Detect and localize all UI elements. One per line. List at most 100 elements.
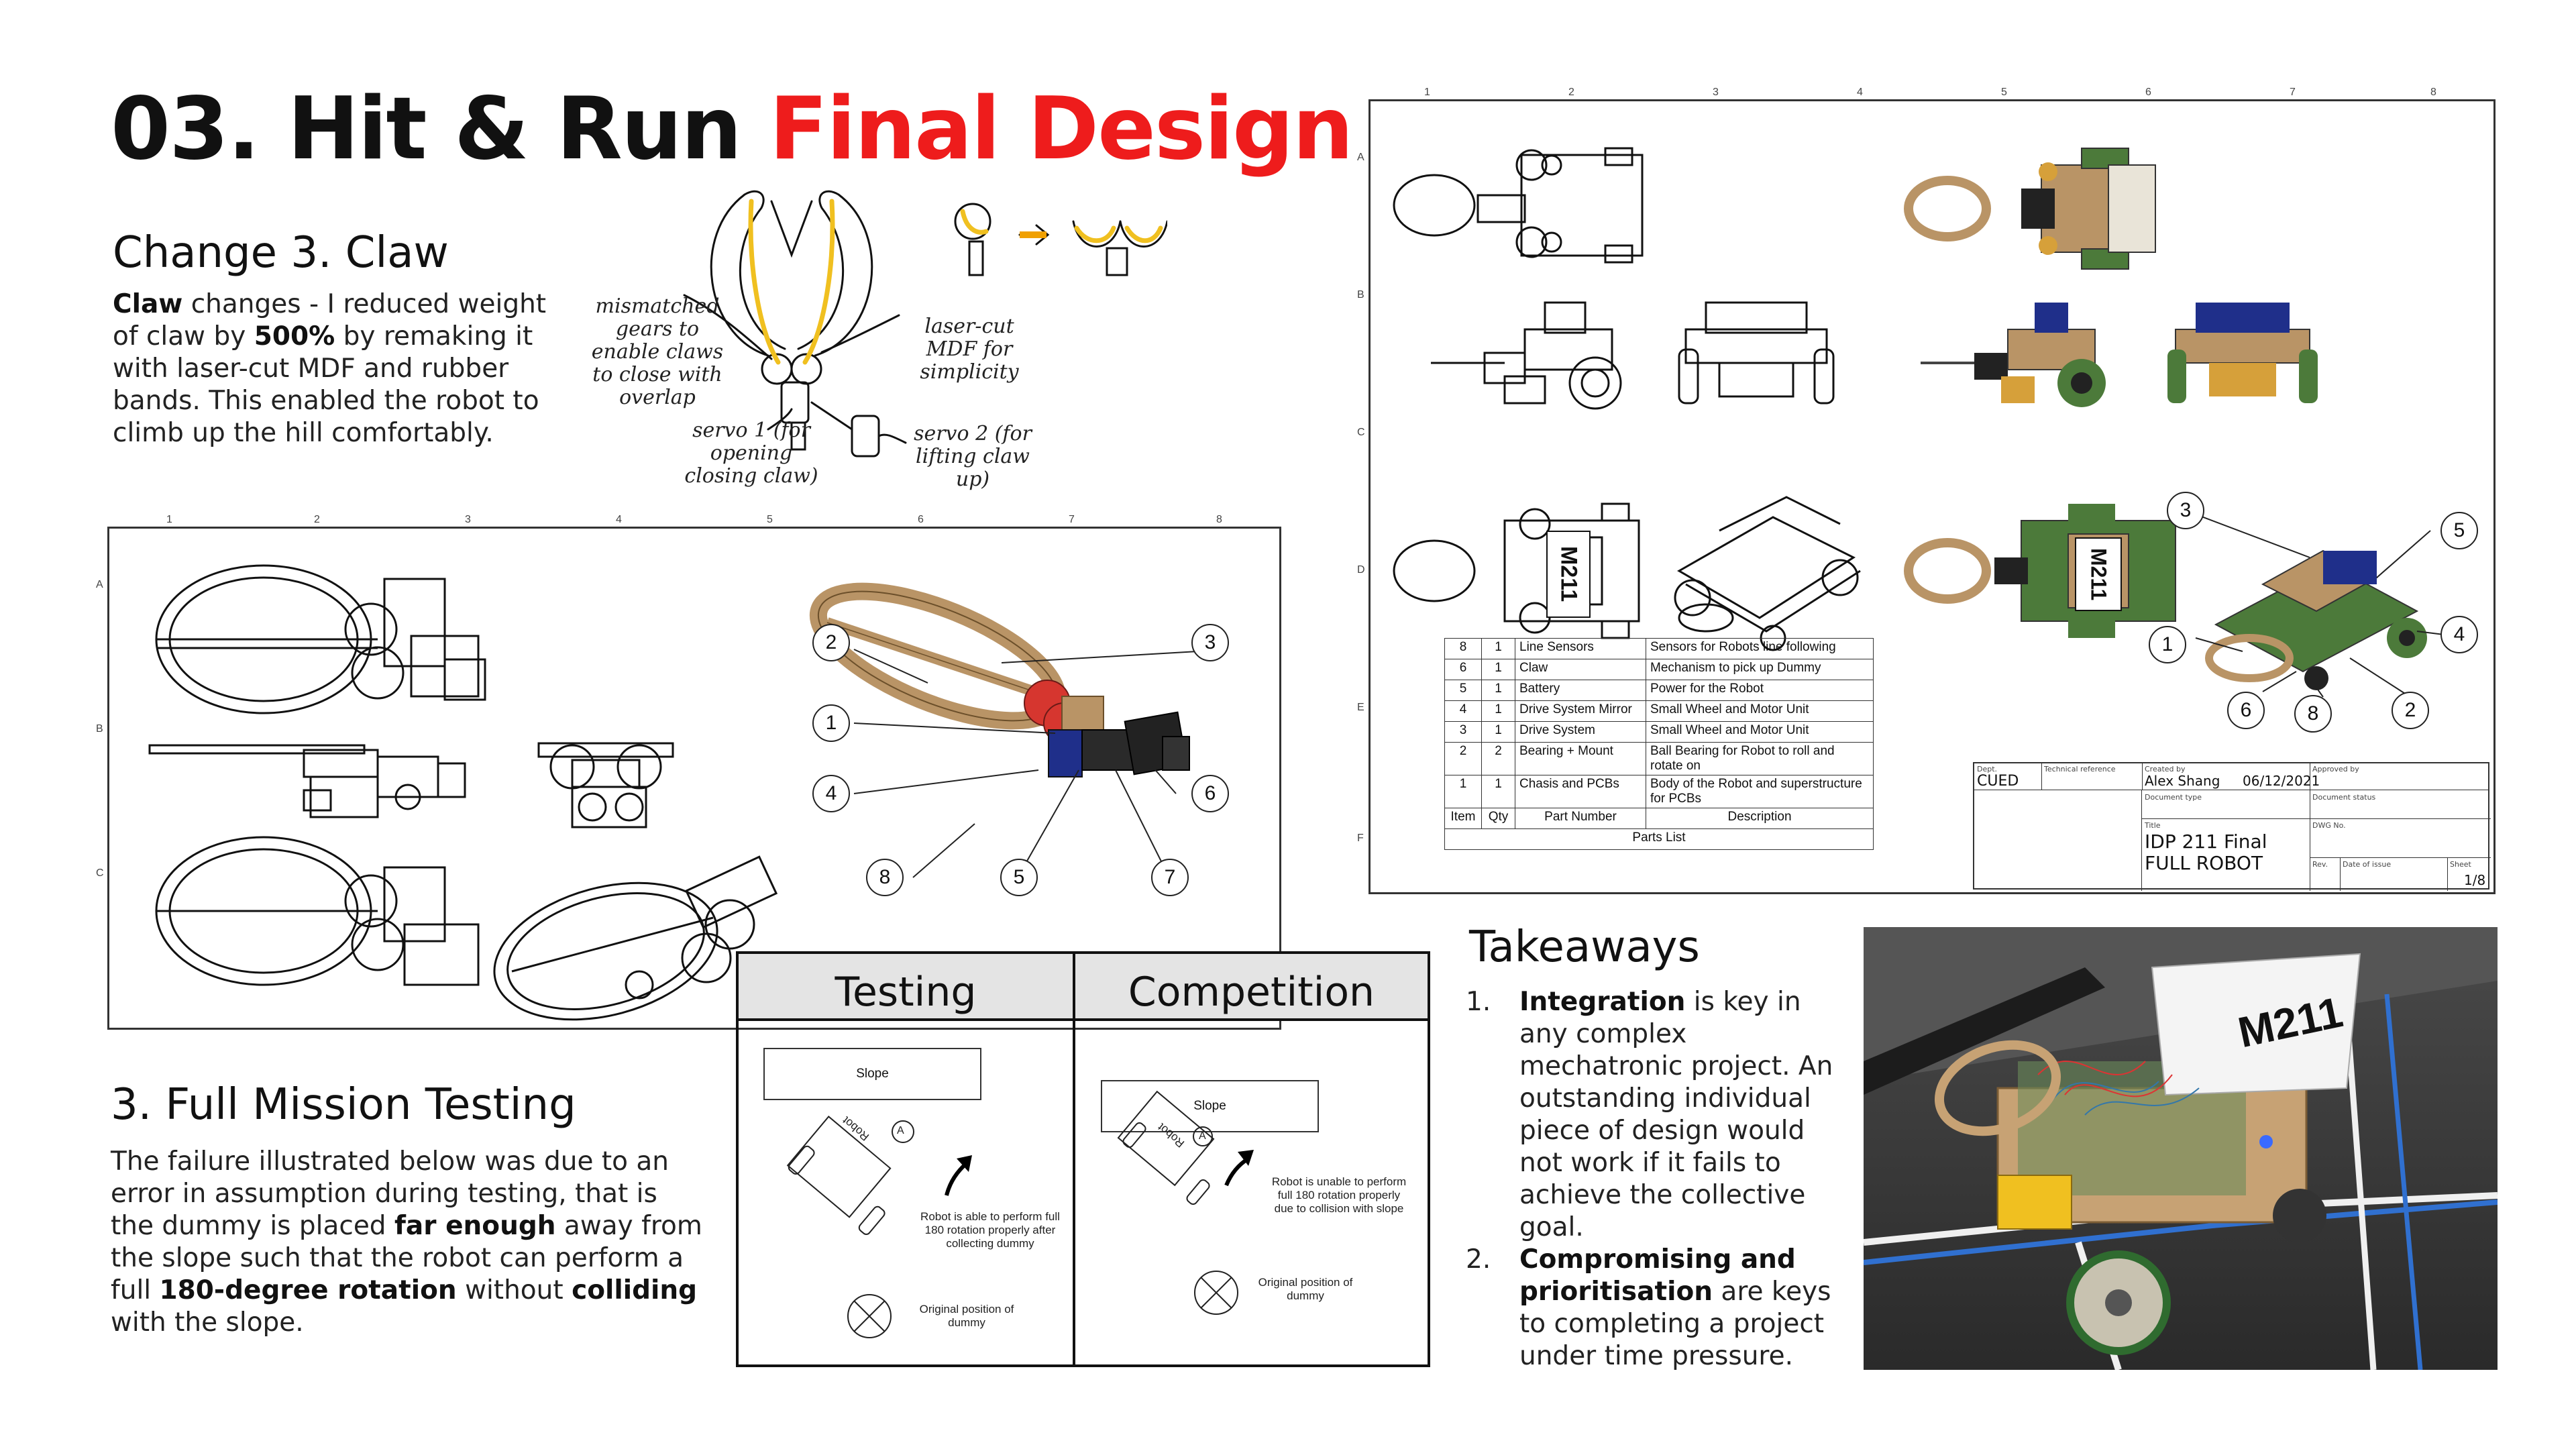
robot-ruler-col-3: 3 xyxy=(1713,87,1719,98)
sketch-note-mdf: laser-cut MDF for simplicity xyxy=(920,315,1019,384)
parts-desc: Power for the Robot xyxy=(1646,680,1874,701)
test-comparison-table: Testing Competition Slope Robot A Robot … xyxy=(736,951,1430,1367)
robot-ruler-col-7: 7 xyxy=(2290,87,2296,98)
takeaway-text: are keys to completing a project under t… xyxy=(1519,1277,1831,1371)
testing-heading: 3. Full Mission Testing xyxy=(111,1080,576,1130)
testing-bold-2: 180-degree rotation xyxy=(159,1275,457,1305)
tb-title-1: IDP 211 Final xyxy=(2145,830,2267,853)
robot-drawing-views xyxy=(1393,147,2445,698)
parts-part: Bearing + Mount xyxy=(1515,742,1646,775)
parts-desc: Small Wheel and Motor Unit xyxy=(1646,700,1874,722)
testing-text-2: away from the slope such that the robot … xyxy=(111,1211,702,1305)
robot-ruler-row-c: C xyxy=(1357,427,1365,438)
tb-date: 06/12/2021 xyxy=(2243,773,2320,789)
takeaway-text: is key in any complex mechatronic projec… xyxy=(1519,987,1833,1242)
tb-title-label: Title xyxy=(2145,821,2161,830)
claw-render xyxy=(809,582,1190,777)
robot-ruler-row-f: F xyxy=(1357,833,1364,844)
ruler-col-5: 5 xyxy=(767,514,773,525)
ruler-row-b: B xyxy=(96,723,103,735)
claw-drawing-views xyxy=(148,564,1210,1021)
ruler-row-a: A xyxy=(96,579,103,590)
parts-part: Line Sensors xyxy=(1515,638,1646,659)
ruler-col-1: 1 xyxy=(166,514,172,525)
parts-item: 5 xyxy=(1444,680,1482,701)
parts-part: Chasis and PCBs xyxy=(1515,775,1646,808)
claw-balloon-7: 7 xyxy=(1151,859,1189,896)
robot-photo: M211 xyxy=(1864,927,2498,1370)
parts-header-desc: Description xyxy=(1646,808,1874,829)
parts-caption-row: Parts List xyxy=(1444,828,1874,850)
title-main: 03. Hit & Run xyxy=(111,79,742,179)
tb-approved-label: Approved by xyxy=(2312,765,2359,773)
testing-text-1: The failure illustrated below was due to… xyxy=(111,1146,669,1241)
testing-bold-3: colliding xyxy=(572,1275,698,1305)
rubber-band-lines xyxy=(748,199,1163,365)
takeaway-item: 2. Compromising and prioritisation are ke… xyxy=(1466,1244,1841,1373)
claw-balloon-1: 1 xyxy=(812,704,850,742)
parts-qty: 1 xyxy=(1481,659,1515,680)
testing-diagram xyxy=(786,1116,972,1338)
claw-balloon-5: 5 xyxy=(1000,859,1038,896)
tb-rev-label: Rev. xyxy=(2312,860,2328,869)
ruler-col-4: 4 xyxy=(616,514,622,525)
parts-qty: 1 xyxy=(1481,638,1515,659)
robot-drawing-sheet: 1 2 3 4 5 6 7 8 A B C D E F xyxy=(1357,87,2496,894)
testing-bold-1: far enough xyxy=(394,1211,556,1241)
robot-balloon-5: 5 xyxy=(2440,512,2478,549)
robot-balloon-2: 2 xyxy=(2392,692,2429,729)
claw-drawing-sheet: 1 2 3 4 5 6 7 8 A B C xyxy=(96,514,1281,1030)
robot-ruler-col-6: 6 xyxy=(2145,87,2151,98)
takeaway-item: 1.Integration is key in any complex mech… xyxy=(1466,986,1841,1244)
parts-qty: 1 xyxy=(1481,680,1515,701)
competition-caption: Robot is unable to perform full 180 rota… xyxy=(1271,1175,1407,1215)
takeaway-number: 2. xyxy=(1466,1244,1491,1275)
robot-plate-colored: M211 xyxy=(2075,537,2122,611)
tb-doc-status-label: Document status xyxy=(2312,793,2376,802)
parts-item: 3 xyxy=(1444,721,1482,743)
ruler-col-3: 3 xyxy=(465,514,471,525)
parts-qty: 1 xyxy=(1481,775,1515,808)
title-accent: Final Design xyxy=(769,79,1354,179)
ruler-col-2: 2 xyxy=(314,514,320,525)
tb-doc-type-label: Document type xyxy=(2145,793,2202,802)
parts-qty: 1 xyxy=(1481,721,1515,743)
testing-caption: Robot is able to perform full 180 rotati… xyxy=(920,1210,1060,1250)
robot-balloon-3: 3 xyxy=(2167,492,2204,529)
tb-dept: CUED xyxy=(1977,773,2019,790)
testing-text-3: without xyxy=(456,1275,572,1305)
parts-desc: Ball Bearing for Robot to roll and rotat… xyxy=(1646,742,1874,775)
parts-desc: Mechanism to pick up Dummy xyxy=(1646,659,1874,680)
takeaway-bold: Compromising and prioritisation xyxy=(1519,1244,1796,1307)
tb-sheet-label: Sheet xyxy=(2450,860,2471,869)
robot-balloon-8: 8 xyxy=(2294,695,2332,733)
tb-issue-label: Date of issue xyxy=(2343,860,2392,869)
testing-column-header: Testing xyxy=(739,954,1073,1021)
robot-ruler-row-b: B xyxy=(1357,289,1364,301)
parts-item: 8 xyxy=(1444,638,1482,659)
robot-ruler-col-2: 2 xyxy=(1568,87,1574,98)
competition-marker: A xyxy=(1199,1130,1206,1142)
parts-part: Battery xyxy=(1515,680,1646,701)
claw-balloon-3: 3 xyxy=(1191,624,1229,661)
claw-balloon-6: 6 xyxy=(1191,775,1229,812)
tb-dwg-label: DWG No. xyxy=(2312,821,2346,830)
tb-created-label: Created by xyxy=(2145,765,2186,773)
takeaway-number: 1. xyxy=(1466,987,1491,1017)
testing-slope: Slope xyxy=(763,1048,981,1100)
competition-diagram xyxy=(1117,1090,1254,1315)
claw-balloon-4: 4 xyxy=(812,775,850,812)
claw-paragraph: Claw changes - I reduced weight of claw … xyxy=(113,288,555,449)
testing-marker: A xyxy=(897,1125,904,1136)
parts-desc: Body of the Robot and superstructure for… xyxy=(1646,775,1874,808)
claw-sketch: mismatched gears to enable claws to clos… xyxy=(590,181,1169,496)
sketch-note-servo2: servo 2 (for lifting claw up) xyxy=(914,422,1032,491)
competition-column-header: Competition xyxy=(1073,954,1428,1021)
